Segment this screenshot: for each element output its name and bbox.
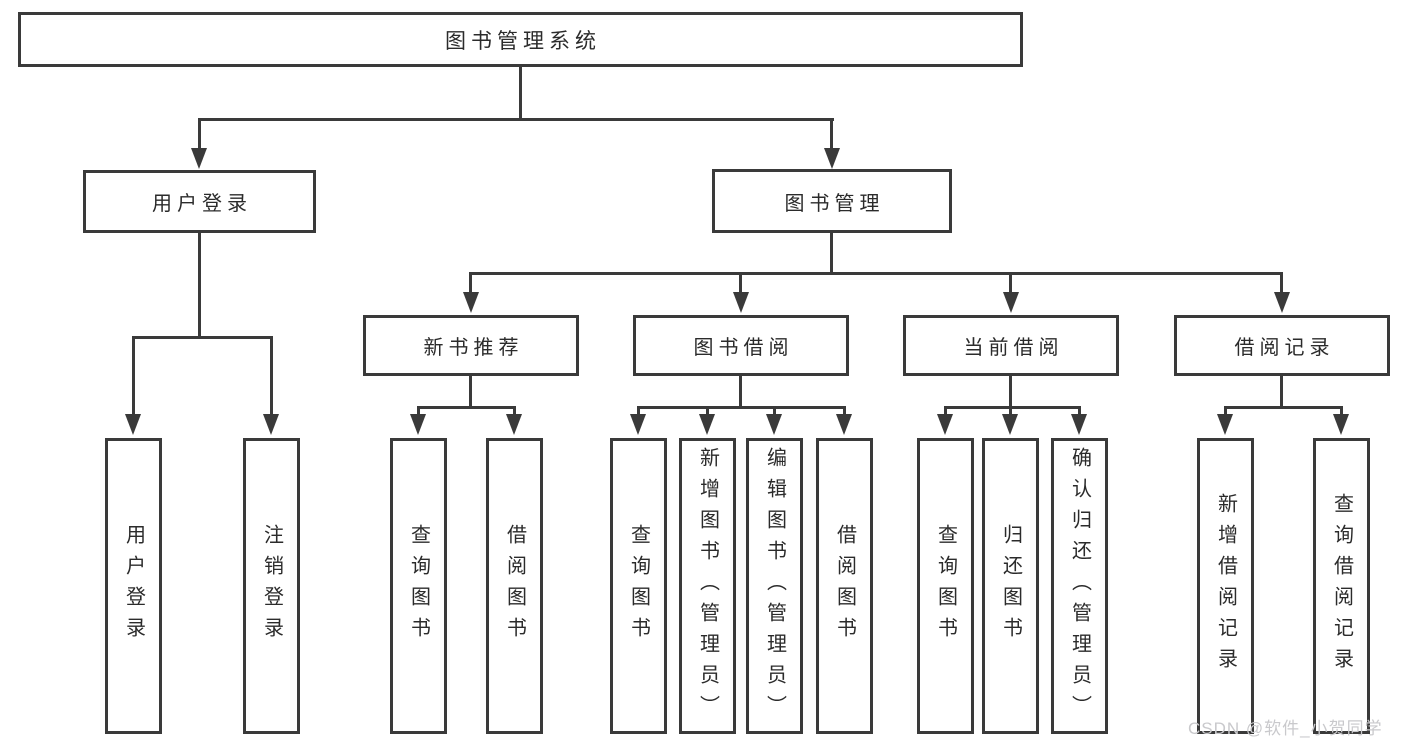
arrowhead-current	[1003, 292, 1019, 313]
leaf-add-borrow-record-label: 新增借阅记录	[1214, 493, 1237, 679]
leaf-query-books-recommend: 查询图书	[390, 438, 447, 734]
arrowhead-leaf-login	[125, 414, 141, 435]
arrowhead-leaf-c2	[699, 414, 715, 435]
arrowhead-leaf-logout	[263, 414, 279, 435]
leaf-query-borrow-record: 查询借阅记录	[1313, 438, 1370, 734]
connector-current-horizontal	[944, 406, 1080, 409]
branch-user-login-label: 用户登录	[152, 193, 252, 215]
arrowhead-recommend	[463, 292, 479, 313]
csdn-watermark: CSDN @软件_小贺同学	[1188, 719, 1383, 738]
connector-leaf-c4-drop	[843, 406, 846, 416]
leaf-logout-login-label: 注销登录	[260, 524, 283, 648]
arrowhead-leaf-b2	[506, 414, 522, 435]
leaf-logout-login: 注销登录	[243, 438, 300, 734]
node-book-borrowing-label: 图书借阅	[693, 337, 794, 359]
leaf-confirm-return-admin: 确认归还（管理员）	[1051, 438, 1108, 734]
arrowhead-leaf-d2	[1002, 414, 1018, 435]
connector-leaf-e2-drop	[1340, 406, 1343, 416]
leaf-query-books-current: 查询图书	[917, 438, 974, 734]
leaf-borrow-books-recommend: 借阅图书	[486, 438, 543, 734]
connector-level3-horizontal	[469, 272, 1283, 275]
node-root-label: 图书管理系统	[445, 29, 601, 53]
arrowhead-leaf-b1	[410, 414, 426, 435]
connector-borrowing-stem	[739, 376, 742, 406]
node-borrowing-records-label: 借阅记录	[1234, 337, 1335, 359]
connector-user-login-drop	[198, 118, 201, 152]
leaf-borrow-books-borrowing: 借阅图书	[816, 438, 873, 734]
leaf-query-borrow-record-label: 查询借阅记录	[1330, 493, 1353, 679]
arrowhead-leaf-e2	[1333, 414, 1349, 435]
node-current-borrowing: 当前借阅	[903, 315, 1119, 376]
connector-current-drop	[1009, 272, 1012, 294]
leaf-return-books: 归还图书	[982, 438, 1039, 734]
leaf-query-books-recommend-label: 查询图书	[407, 524, 430, 648]
connector-recommend-stem	[469, 376, 472, 406]
leaf-confirm-return-admin-label: 确认归还（管理员）	[1068, 446, 1091, 726]
connector-leaf-c1-drop	[637, 406, 640, 416]
connector-records-stem	[1280, 376, 1283, 406]
connector-recommend-horizontal	[417, 406, 516, 409]
arrowhead-leaf-c3	[766, 414, 782, 435]
connector-book-mgmt-stem	[830, 233, 833, 272]
connector-borrowing-horizontal	[637, 406, 846, 409]
connector-book-mgmt-drop	[830, 118, 833, 152]
connector-leaf-e1-drop	[1224, 406, 1227, 416]
connector-leaf-b2-drop	[513, 406, 516, 416]
node-root: 图书管理系统	[18, 12, 1023, 67]
arrowhead-leaf-e1	[1217, 414, 1233, 435]
connector-user-login-stem	[198, 233, 201, 336]
connector-root-stem	[519, 67, 522, 118]
connector-records-horizontal	[1224, 406, 1343, 409]
arrowhead-user-login	[191, 148, 207, 169]
leaf-edit-book-admin: 编辑图书（管理员）	[746, 438, 803, 734]
leaf-borrow-books-borrowing-label: 借阅图书	[833, 524, 856, 648]
node-book-borrowing: 图书借阅	[633, 315, 849, 376]
branch-book-management-label: 图书管理	[784, 192, 885, 215]
branch-book-management: 图书管理	[712, 169, 952, 233]
connector-level2-horizontal	[198, 118, 834, 121]
leaf-add-book-admin: 新增图书（管理员）	[679, 438, 736, 734]
leaf-add-book-admin-label: 新增图书（管理员）	[696, 446, 719, 726]
arrowhead-book-mgmt	[824, 148, 840, 169]
connector-recommend-drop	[469, 272, 472, 294]
connector-leaf-b1-drop	[417, 406, 420, 416]
connector-leaf-c3-drop	[773, 406, 776, 416]
connector-leaf-logout-drop	[270, 336, 273, 416]
connector-leaf-d1-drop	[944, 406, 947, 416]
leaf-query-books-borrowing-label: 查询图书	[627, 524, 650, 648]
connector-records-drop	[1280, 272, 1283, 294]
arrowhead-leaf-c1	[630, 414, 646, 435]
node-new-book-recommendation-label: 新书推荐	[423, 337, 524, 359]
node-new-book-recommendation: 新书推荐	[363, 315, 579, 376]
arrowhead-leaf-c4	[836, 414, 852, 435]
connector-user-login-horizontal	[132, 336, 273, 339]
connector-leaf-c2-drop	[706, 406, 709, 416]
leaf-query-books-current-label: 查询图书	[934, 524, 957, 648]
arrowhead-borrowing	[733, 292, 749, 313]
connector-leaf-d3-drop	[1078, 406, 1081, 416]
leaf-return-books-label: 归还图书	[999, 524, 1022, 648]
node-borrowing-records: 借阅记录	[1174, 315, 1390, 376]
connector-leaf-d2-drop	[1009, 406, 1012, 416]
leaf-edit-book-admin-label: 编辑图书（管理员）	[763, 446, 786, 726]
connector-leaf-login-drop	[132, 336, 135, 416]
arrowhead-leaf-d1	[937, 414, 953, 435]
branch-user-login: 用户登录	[83, 170, 316, 233]
connector-current-stem	[1009, 376, 1012, 406]
arrowhead-records	[1274, 292, 1290, 313]
leaf-query-books-borrowing: 查询图书	[610, 438, 667, 734]
connector-borrowing-drop	[739, 272, 742, 294]
leaf-user-login-label: 用户登录	[122, 524, 145, 648]
leaf-add-borrow-record: 新增借阅记录	[1197, 438, 1254, 734]
leaf-user-login: 用户登录	[105, 438, 162, 734]
arrowhead-leaf-d3	[1071, 414, 1087, 435]
leaf-borrow-books-recommend-label: 借阅图书	[503, 524, 526, 648]
node-current-borrowing-label: 当前借阅	[963, 337, 1064, 359]
